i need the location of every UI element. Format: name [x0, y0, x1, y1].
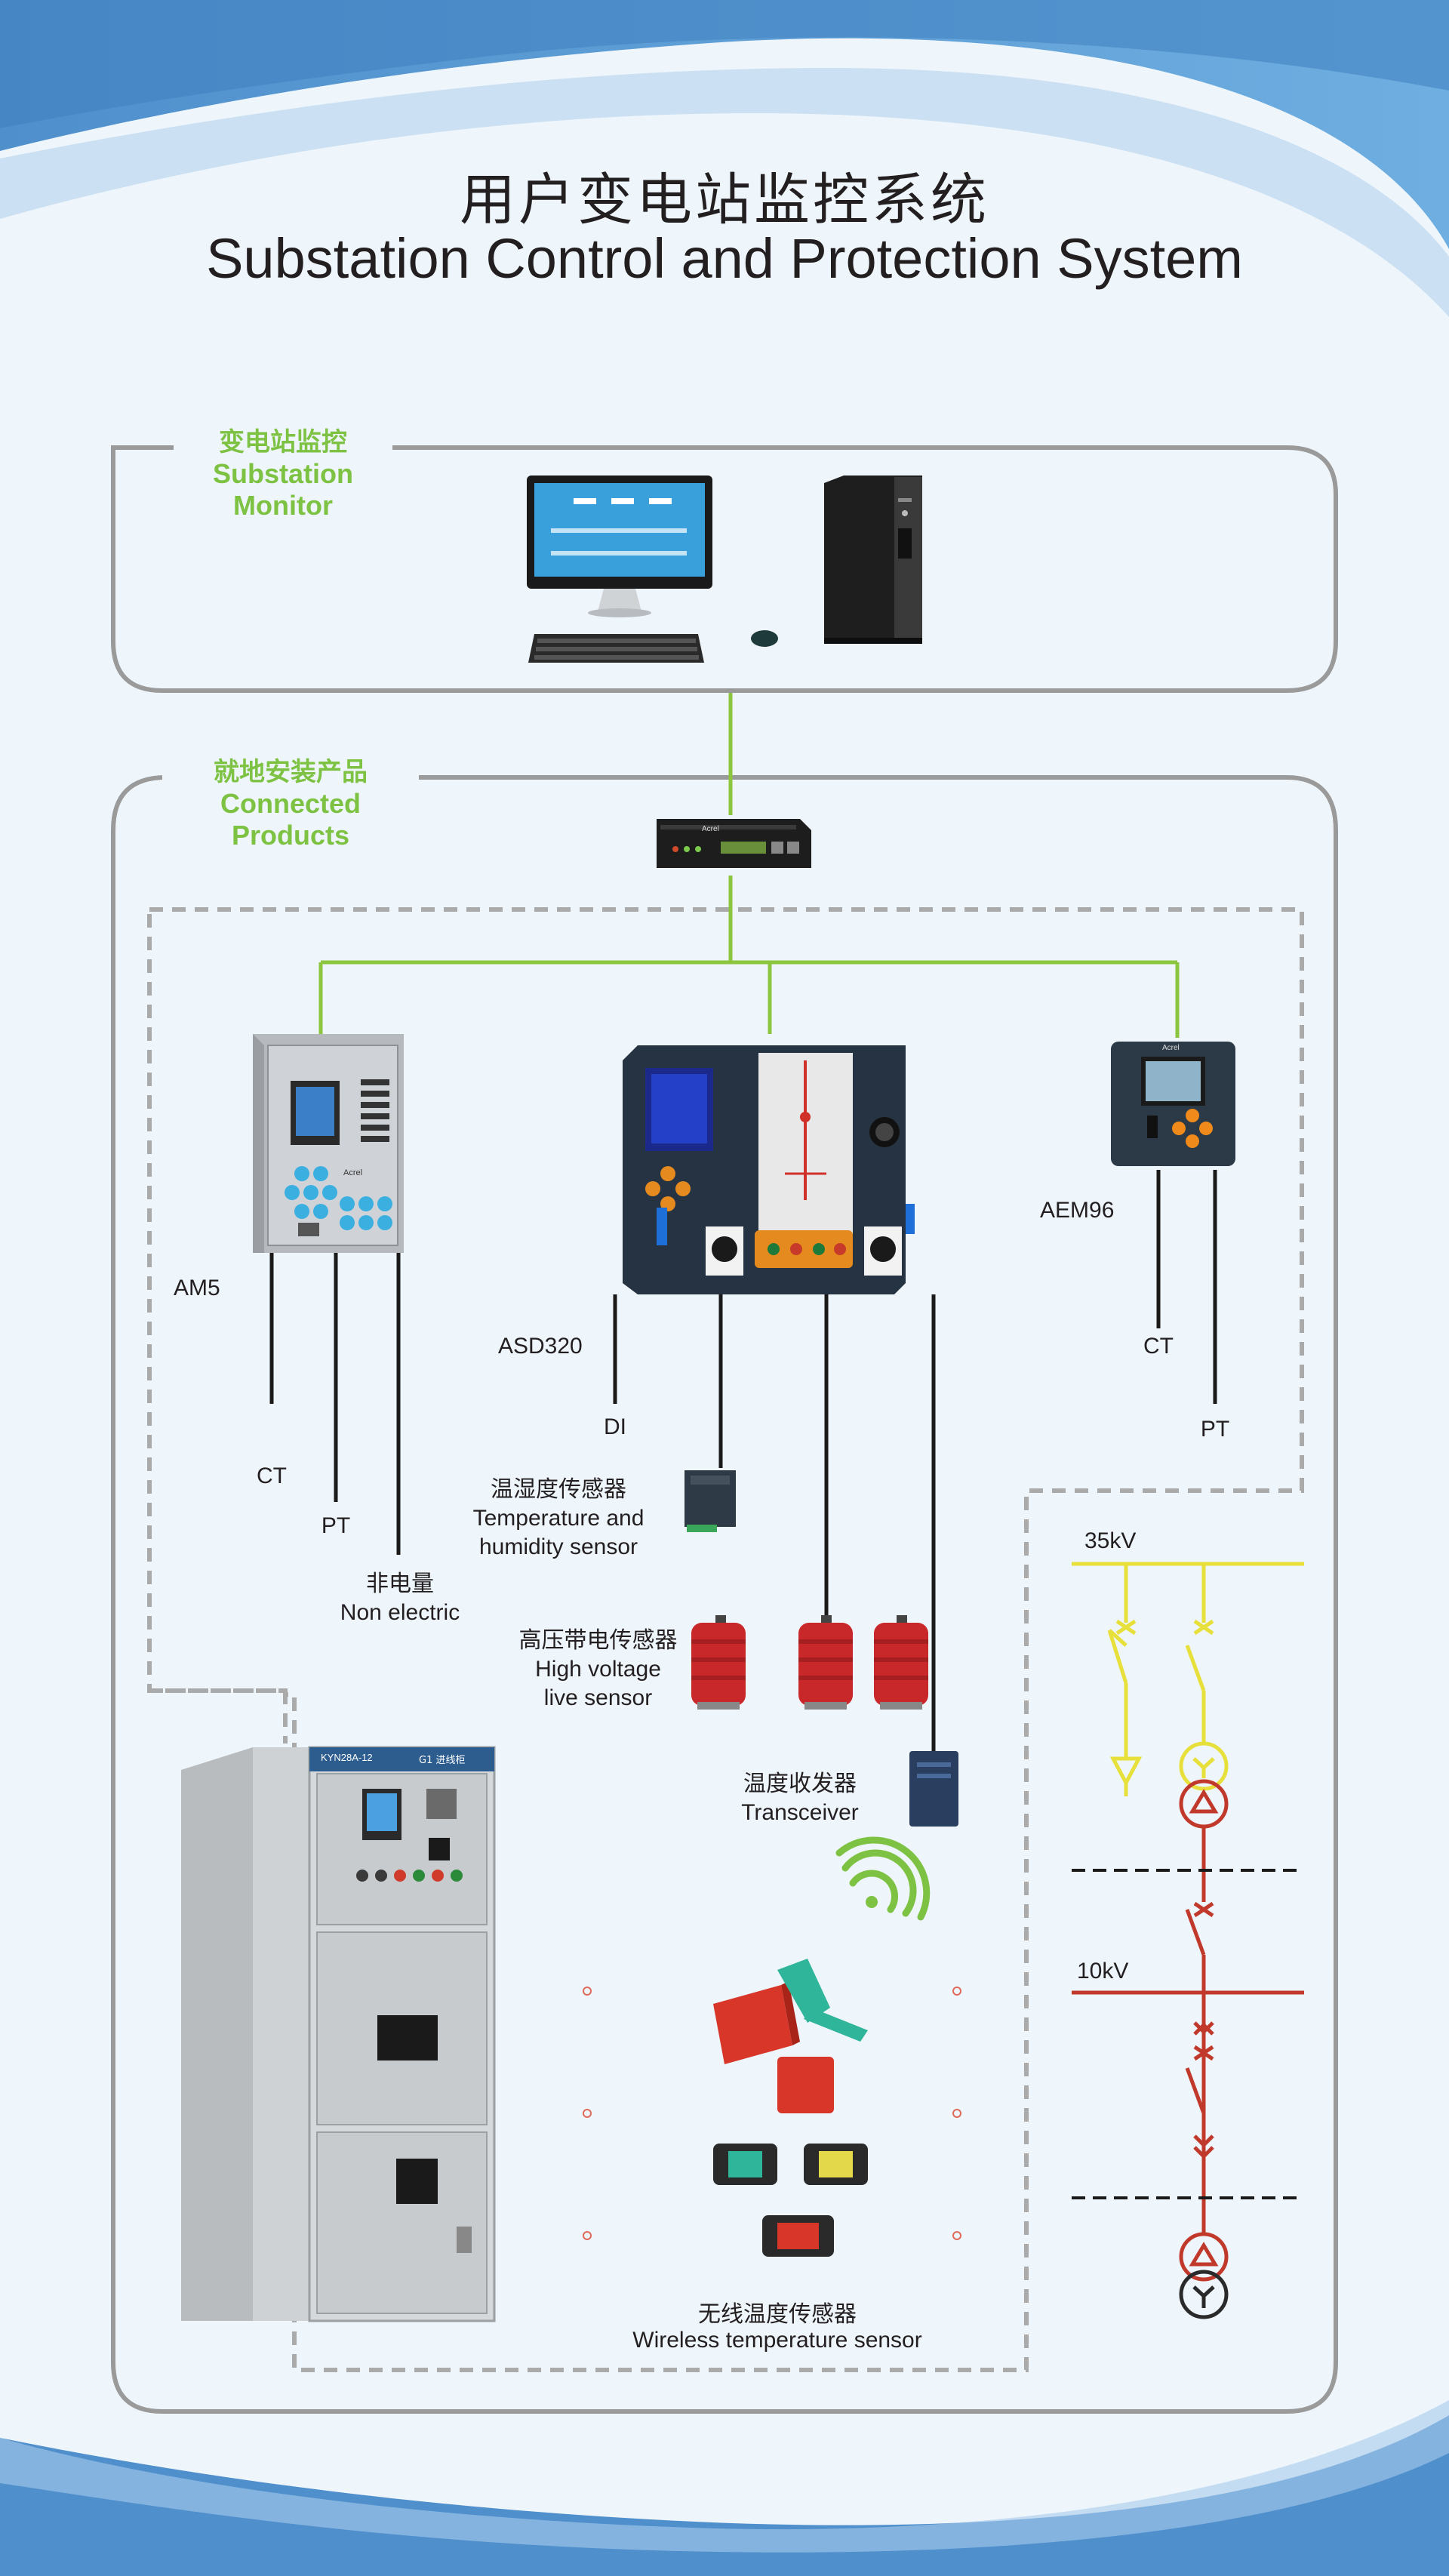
hv-live-cn: 高压带电传感器 — [518, 1627, 678, 1654]
label-aem96: AEM96 — [1040, 1198, 1115, 1223]
hv-live-sensors — [691, 1615, 928, 1710]
wireless-temp-en: Wireless temperature sensor — [632, 2328, 922, 2353]
am5-relay — [253, 1034, 404, 1253]
section-monitor-cn: 变电站监控 — [219, 427, 347, 457]
page-title-en: Substation Control and Protection System — [206, 227, 1243, 290]
gateway-brand: Acrel — [702, 825, 719, 833]
wireless-icon — [835, 1836, 931, 1921]
switchgear-cabinet — [181, 1746, 496, 2322]
temp-humidity-cn: 温湿度传感器 — [491, 1476, 626, 1503]
non-electric-en: Non electric — [340, 1600, 460, 1625]
keyboard — [528, 634, 704, 663]
asd320-controller — [623, 1045, 915, 1294]
label-hv-live: 高压带电传感器 High voltage live sensor — [498, 1627, 698, 1713]
label-10kv: 10kV — [1077, 1959, 1129, 1984]
temp-humidity-en2: humidity sensor — [478, 1534, 638, 1559]
section-connected-cn: 就地安装产品 — [214, 757, 368, 787]
monitor-frame — [110, 445, 1338, 693]
communication-bus — [318, 693, 1180, 1038]
page-title-cn: 用户变电站监控系统 — [460, 168, 989, 232]
label-di: DI — [604, 1414, 626, 1439]
section-monitor-en: Substation Monitor — [213, 458, 353, 521]
connected-frame — [111, 775, 1338, 2414]
mouse — [751, 630, 778, 647]
label-aem96-pt: PT — [1200, 1417, 1230, 1442]
wireless-temperature-sensors — [713, 1959, 868, 2257]
switchgear-nameplate: KYN28A-12 — [321, 1752, 373, 1763]
temp-humidity-sensor — [685, 1470, 736, 1532]
temp-humidity-en1: Temperature and — [472, 1506, 645, 1531]
switchgear-panel-label: G1 进线柜 — [419, 1755, 466, 1766]
label-non-electric: 非电量 Non electric — [317, 1570, 483, 1627]
computer-monitor — [527, 475, 712, 617]
transceiver-en: Transceiver — [741, 1800, 859, 1825]
label-am5: AM5 — [174, 1276, 220, 1300]
section-monitor-label: 变电站监控 Substation Monitor — [174, 421, 392, 522]
hv-live-en1: High voltage — [535, 1657, 661, 1682]
label-am5-ct: CT — [257, 1463, 287, 1488]
single-line-diagram — [1072, 1562, 1304, 2319]
label-am5-pt: PT — [321, 1513, 351, 1538]
transceiver — [909, 1751, 958, 1827]
section-connected-en: Connected Products — [220, 788, 361, 851]
section-connected-label: 就地安装产品 Connected Products — [162, 751, 419, 851]
signal-lines — [269, 1170, 1217, 1751]
sensor-markers — [583, 1987, 961, 2240]
aem96-meter — [1111, 1042, 1235, 1166]
hv-live-en2: live sensor — [543, 1685, 653, 1710]
aem96-brand: Acrel — [1162, 1044, 1180, 1052]
communication-gateway — [657, 819, 811, 868]
label-wireless-temp: 无线温度传感器 Wireless temperature sensor — [589, 2302, 966, 2353]
pc-tower — [824, 475, 922, 644]
label-transceiver: 温度收发器 Transceiver — [713, 1770, 887, 1827]
non-electric-cn: 非电量 — [366, 1571, 434, 1597]
label-35kv: 35kV — [1084, 1528, 1137, 1553]
am5-brand: Acrel — [343, 1168, 363, 1177]
label-aem96-ct: CT — [1143, 1334, 1174, 1359]
transceiver-cn: 温度收发器 — [743, 1771, 857, 1797]
label-temp-humidity: 温湿度传感器 Temperature and humidity sensor — [449, 1476, 668, 1562]
label-asd320: ASD320 — [498, 1334, 583, 1359]
wireless-temp-cn: 无线温度传感器 — [698, 2301, 857, 2328]
